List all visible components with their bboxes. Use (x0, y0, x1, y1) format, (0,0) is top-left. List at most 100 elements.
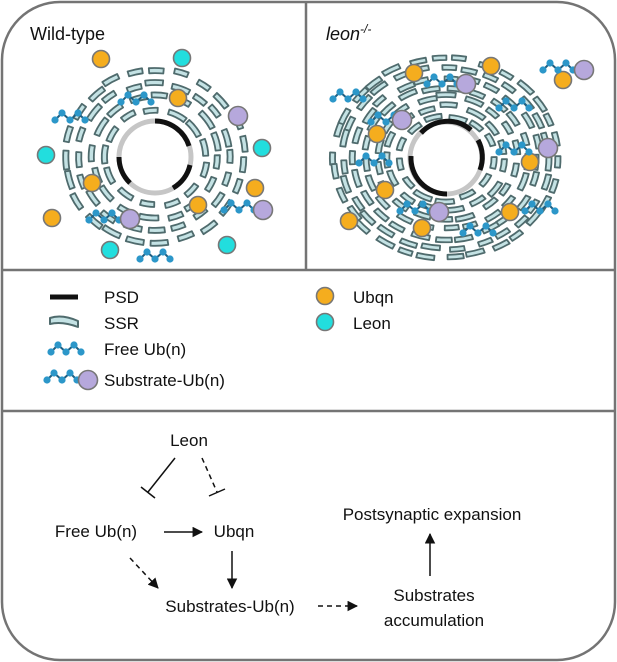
ssr-fragment (220, 128, 233, 148)
substrate-particle (573, 59, 595, 81)
ssr-fragment (520, 111, 536, 130)
substrate-particle (455, 73, 477, 95)
ssr-fragment (139, 199, 156, 208)
ssr-fragment (540, 173, 553, 191)
ssr-fragment (339, 174, 352, 194)
ssr-fragment (464, 95, 485, 108)
legend-substrate-ub-label: Substrate-Ub(n) (104, 371, 225, 390)
legend-leon-label: Leon (353, 314, 391, 333)
ssr-fragment (167, 108, 188, 123)
legend-free-ub-label: Free Ub(n) (104, 340, 186, 359)
ssr-fragment (381, 63, 402, 77)
ubqn-particle (375, 180, 395, 200)
ssr-fragment (516, 172, 530, 192)
leon-particle (217, 235, 237, 255)
ssr-fragment (238, 156, 248, 174)
ssr-fragment (328, 151, 337, 166)
ssr-fragment (364, 75, 384, 91)
ssr-fragment (532, 95, 548, 113)
ssr-fragment (199, 161, 211, 179)
ssr-fragment (199, 219, 219, 236)
ssr-fragment (352, 86, 370, 104)
ssr-fragment (516, 79, 535, 96)
ubqn-particle (404, 63, 424, 83)
ssr-fragment (374, 161, 384, 176)
ssr-fragment (498, 68, 515, 81)
ssr-fragment (142, 106, 159, 115)
ssr-fragment (356, 93, 373, 112)
ssr-fragment (486, 180, 504, 198)
ssr-fragment (150, 91, 169, 100)
ssr-fragment (397, 246, 414, 257)
ssr-fragment (232, 177, 244, 195)
ssr-fragment (505, 110, 521, 127)
ssr-fragment (348, 150, 356, 166)
ubqn-legend-icon (315, 286, 335, 306)
leon-legend-icon (315, 312, 335, 332)
ssr-fragment (351, 195, 366, 212)
ubqn-particle (500, 202, 520, 222)
ssr-fragment (149, 239, 170, 247)
ssr-fragment (147, 67, 165, 75)
ssr-fragment (407, 121, 423, 135)
ssr-fragment (468, 119, 485, 133)
legend: PSD SSR Free Ub(n) Substrate-Ub(n) Ubqn … (42, 286, 394, 391)
leon-particle (172, 48, 192, 68)
pathway: Leon Free Ub(n) Ubqn Substrates-Ub(n) Su… (55, 431, 521, 630)
leon-particle (100, 240, 120, 260)
ssr-fragment (449, 245, 466, 253)
ssr-fragment (100, 144, 110, 165)
ssr-fragment (499, 158, 508, 173)
ssr-fragment (343, 115, 357, 132)
ssr-fragment (210, 131, 222, 152)
ssr-fragment (373, 207, 390, 223)
ssr-fragment (482, 81, 501, 94)
ssr-fragment (477, 236, 494, 248)
ssr-fragment (369, 80, 389, 96)
ssr-fragment (386, 169, 400, 187)
ubqn-particle (481, 56, 501, 76)
substrate-legend-icon (77, 369, 99, 391)
ssr-fragment (431, 54, 448, 62)
wild-type-psd-ring (116, 118, 194, 196)
ssr-fragment (484, 106, 500, 120)
ssr-fragment (75, 151, 83, 169)
pathway-accumulation-line1: Substrates (393, 586, 474, 605)
ssr-fragment (500, 120, 514, 136)
ssr-fragment (388, 220, 406, 234)
ssr-fragment (62, 125, 74, 144)
ssr-fragment (126, 67, 144, 78)
ssr-fragment (351, 168, 363, 189)
mutant-title-sup: -/- (360, 22, 371, 36)
ssr-fragment (105, 125, 120, 143)
substrate-particle (252, 199, 274, 221)
ssr-fragment (478, 172, 493, 188)
substrate-particle (227, 105, 249, 127)
ssr-fragment (383, 130, 397, 148)
ssr-fragment (147, 226, 166, 234)
ubqn-particle (42, 208, 62, 228)
ssr-fragment (212, 154, 221, 170)
legend-ubqn-label: Ubqn (353, 288, 394, 307)
mutant-title-base: leon (326, 24, 360, 44)
ssr-fragment (69, 192, 85, 211)
ssr-fragment (498, 182, 512, 197)
pathway-free-ub: Free Ub(n) (55, 522, 137, 541)
ssr-fragment (204, 175, 218, 193)
ssr-fragment (412, 188, 433, 203)
ssr-fragment (360, 189, 375, 207)
ssr-fragment (396, 80, 416, 94)
ubqn-particle (188, 195, 208, 215)
ubqn-particle (82, 173, 102, 193)
ssr-fragment (98, 184, 115, 203)
ssr-fragment (120, 109, 137, 123)
wild-type-title: Wild-type (30, 24, 105, 44)
ssr-fragment (450, 54, 468, 63)
ssr-fragment (548, 178, 560, 194)
ssr-fragment (500, 81, 517, 95)
ssr-fragment (465, 106, 487, 122)
leon-particle (252, 138, 272, 158)
pathway-expansion: Postsynaptic expansion (343, 505, 522, 524)
ubqn-particle (245, 178, 265, 198)
